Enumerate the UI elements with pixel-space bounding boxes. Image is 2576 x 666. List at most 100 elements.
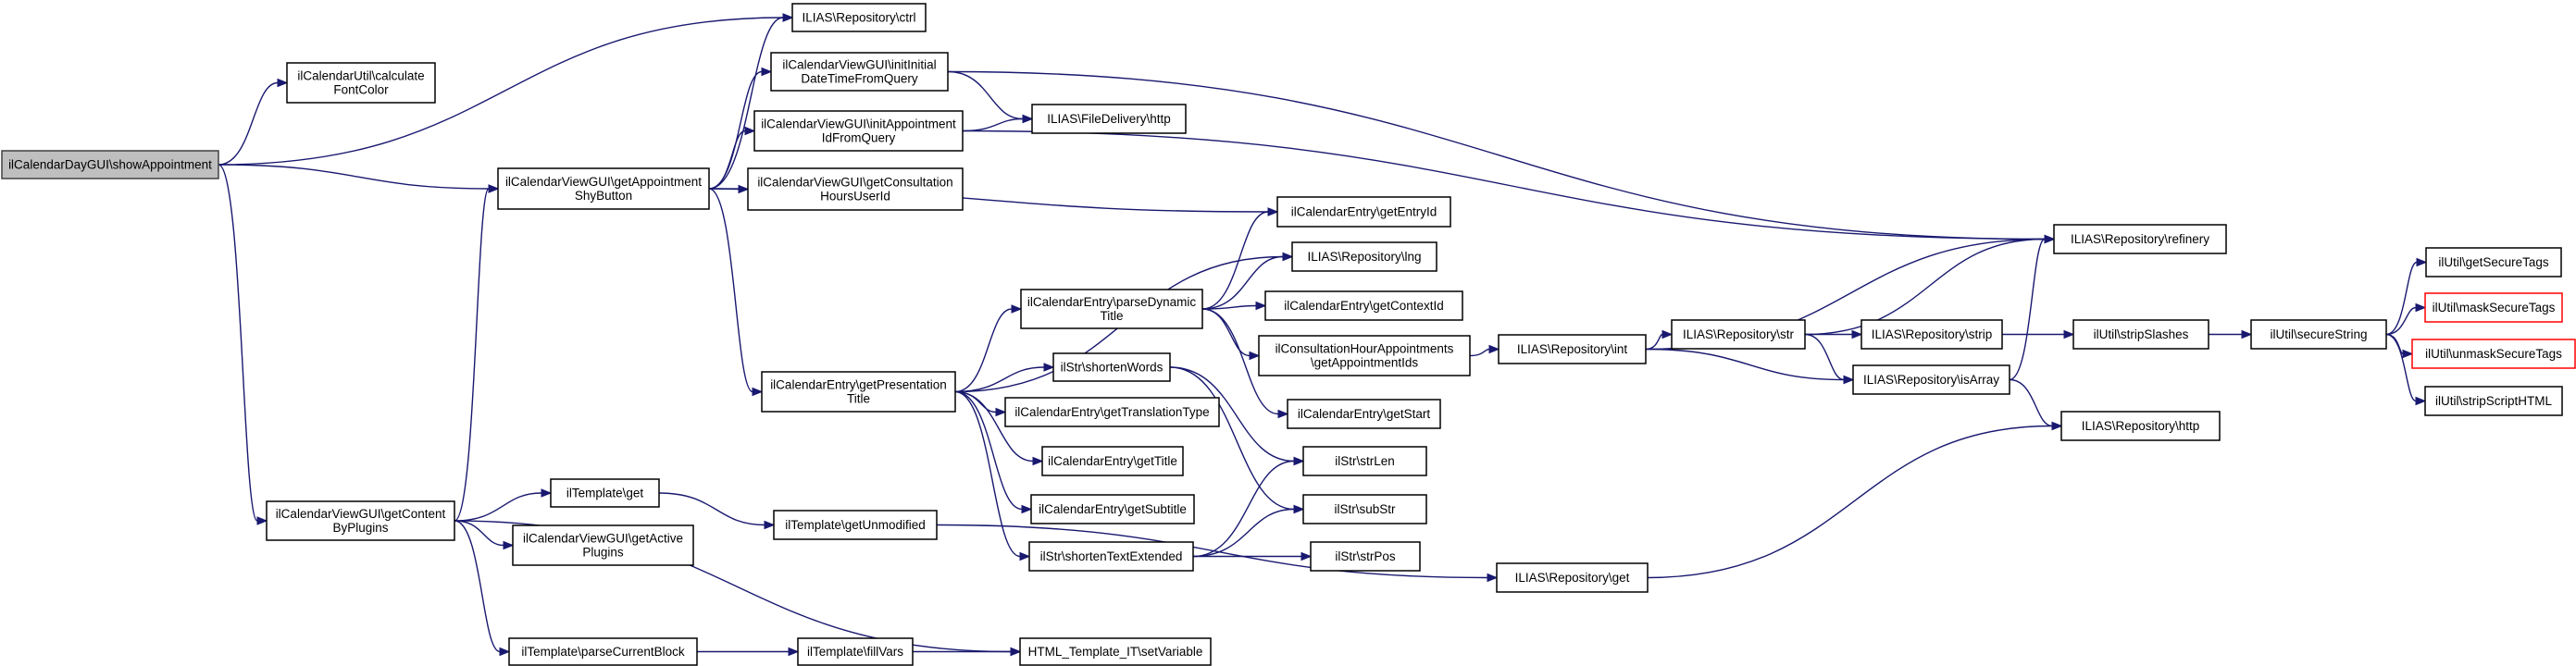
node-box [1019,637,1212,666]
node-label: ilStr\strPos [1335,549,1396,563]
node-getcontext[interactable]: ilCalendarEntry\getContextId [1264,290,1463,321]
node-repohttp[interactable]: ILIAS\Repository\http [2060,411,2221,441]
node-getsubtitle[interactable]: ilCalendarEntry\getSubtitle [1030,494,1195,524]
node-fillvars[interactable]: ilTemplate\fillVars [797,637,914,666]
edge-n_getappt-to-n_ctrl [708,17,784,190]
node-initdate[interactable]: ilCalendarViewGUI\initInitialDateTimeFro… [770,52,949,92]
node-label: ilUtil\unmaskSecureTags [2425,347,2562,361]
edge-n_securestring-to-n_stripscript [2385,333,2417,402]
node-initappt[interactable]: ilCalendarViewGUI\initAppointmentIdFromQ… [753,110,964,152]
node-unmasksecure[interactable]: ilUtil\unmaskSecureTags [2411,339,2576,369]
node-box [286,62,436,104]
node-repostr[interactable]: ILIAS\Repository\str [1671,319,1806,350]
node-consultids[interactable]: ilConsultationHourAppointments\getAppoin… [1258,335,1471,376]
node-securestring[interactable]: ilUtil\secureString [2250,319,2387,350]
node-label: ILIAS\Repository\http [2082,419,2200,433]
node-transtype[interactable]: ilCalendarEntry\getTranslationType [1004,397,1220,427]
node-label: ilTemplate\getUnmodified [785,518,926,532]
node-getappt[interactable]: ilCalendarViewGUI\getAppointmentShyButto… [497,167,710,210]
edge-n_getappt-to-n_initappt [708,130,746,190]
node-masksecure[interactable]: ilUtil\maskSecureTags [2424,292,2563,323]
node-label: ILIAS\Repository\refinery [2071,232,2209,246]
edge-n_initappt-to-n_refinery [962,130,2046,240]
arrowhead-icon [2415,302,2427,313]
edge-n_show-to-n_ctrl [218,17,784,166]
arrowhead-icon [1255,301,1267,311]
arrowhead-icon [1843,375,1855,385]
node-getentryid[interactable]: ilCalendarEntry\getEntryId [1276,196,1451,228]
node-label: ilConsultationHourAppointments [1276,342,1454,356]
node-getconsult[interactable]: ilCalendarViewGUI\getConsultationHoursUs… [747,167,964,211]
node-tplget[interactable]: ilTemplate\get [550,478,660,508]
node-label: ilUtil\stripScriptHTML [2435,394,2553,408]
node-box [1302,446,1427,476]
node-filehttp[interactable]: ILIAS\FileDelivery\http [1031,104,1187,134]
edge-n_getpres-to-n_shortwords [954,366,1045,393]
edge-n_repoint-to-n_isarray [1645,348,1845,381]
node-getsecuretags[interactable]: ilUtil\getSecureTags [2425,247,2562,278]
node-label: FontColor [333,83,389,97]
node-shorttext[interactable]: ilStr\shortenTextExtended [1028,541,1194,572]
edge-n_shorttext-to-n_strlen [1192,460,1295,558]
arrowhead-icon [1249,351,1261,361]
node-box [1852,364,2010,395]
node-stripslashes[interactable]: ilUtil\stripSlashes [2072,319,2209,350]
node-repoint[interactable]: ILIAS\Repository\int [1498,334,1647,364]
node-parseblock[interactable]: ilTemplate\parseCurrentBlock [508,637,698,666]
arrowhead-icon [2415,396,2427,406]
node-setvar[interactable]: HTML_Template_IT\setVariable [1019,637,1212,666]
node-isarray[interactable]: ILIAS\Repository\isArray [1852,364,2010,395]
arrowhead-icon [752,387,764,397]
edge-n_isarray-to-n_refinery [2009,238,2046,381]
node-label: ilCalendarViewGUI\getContent [276,507,446,521]
node-box [2425,247,2562,278]
node-repoget[interactable]: ILIAS\Repository\get [1496,562,1649,593]
arrowhead-icon [1488,344,1500,354]
node-label: Plugins [582,546,624,560]
node-refinery[interactable]: ILIAS\Repository\refinery [2053,224,2227,254]
arrowhead-icon [2063,329,2075,339]
node-getstart[interactable]: ilCalendarEntry\getStart [1287,399,1441,429]
node-stripscript[interactable]: ilUtil\stripScriptHTML [2424,386,2563,416]
node-box [1030,494,1195,524]
node-shortwords[interactable]: ilStr\shortenWords [1052,352,1171,382]
node-repostrip[interactable]: ILIAS\Repository\strip [1860,319,2003,350]
edge-n_getpres-to-n_getsubtitle [954,390,1023,511]
node-box [1028,541,1194,572]
node-box [2060,411,2221,441]
node-box [761,371,956,413]
node-label: ilCalendarEntry\getPresentation [770,378,947,392]
node-getunmod[interactable]: ilTemplate\getUnmodified [773,510,938,540]
arrowhead-icon [1661,329,1674,339]
node-box [1671,319,1806,350]
node-label: ILIAS\Repository\lng [1307,250,1421,264]
node-label: ilTemplate\fillVars [807,645,903,659]
arrowhead-icon [1032,456,1044,466]
node-box [1031,104,1187,134]
node-box [2072,319,2209,350]
node-show[interactable]: ilCalendarDayGUI\showAppointment [1,150,219,179]
node-label: ilCalendarDayGUI\showAppointment [8,158,212,172]
node-label: ilUtil\secureString [2270,327,2367,341]
node-label: ilCalendarEntry\getStart [1298,407,1431,421]
edge-n_parsedyn-to-n_consultids [1201,308,1251,357]
node-strpos[interactable]: ilStr\strPos [1310,541,1421,572]
arrowhead-icon [1043,363,1055,372]
edge-n_consultids-to-n_repoint [1469,348,1490,357]
node-lng[interactable]: ILIAS\Repository\lng [1291,241,1437,272]
edge-n_getpres-to-n_gettitle [954,390,1034,462]
arrowhead-icon [2051,421,2063,431]
node-box [1496,562,1649,593]
arrowhead-icon [503,540,515,550]
node-substr[interactable]: ilStr\subStr [1302,494,1427,524]
node-label: ilCalendarEntry\getEntryId [1291,205,1437,219]
arrowhead-icon [1282,252,1294,262]
node-strlen[interactable]: ilStr\strLen [1302,446,1427,476]
node-gettitle[interactable]: ilCalendarEntry\getTitle [1041,446,1184,476]
node-ctrl[interactable]: ILIAS\Repository\ctrl [791,3,927,32]
